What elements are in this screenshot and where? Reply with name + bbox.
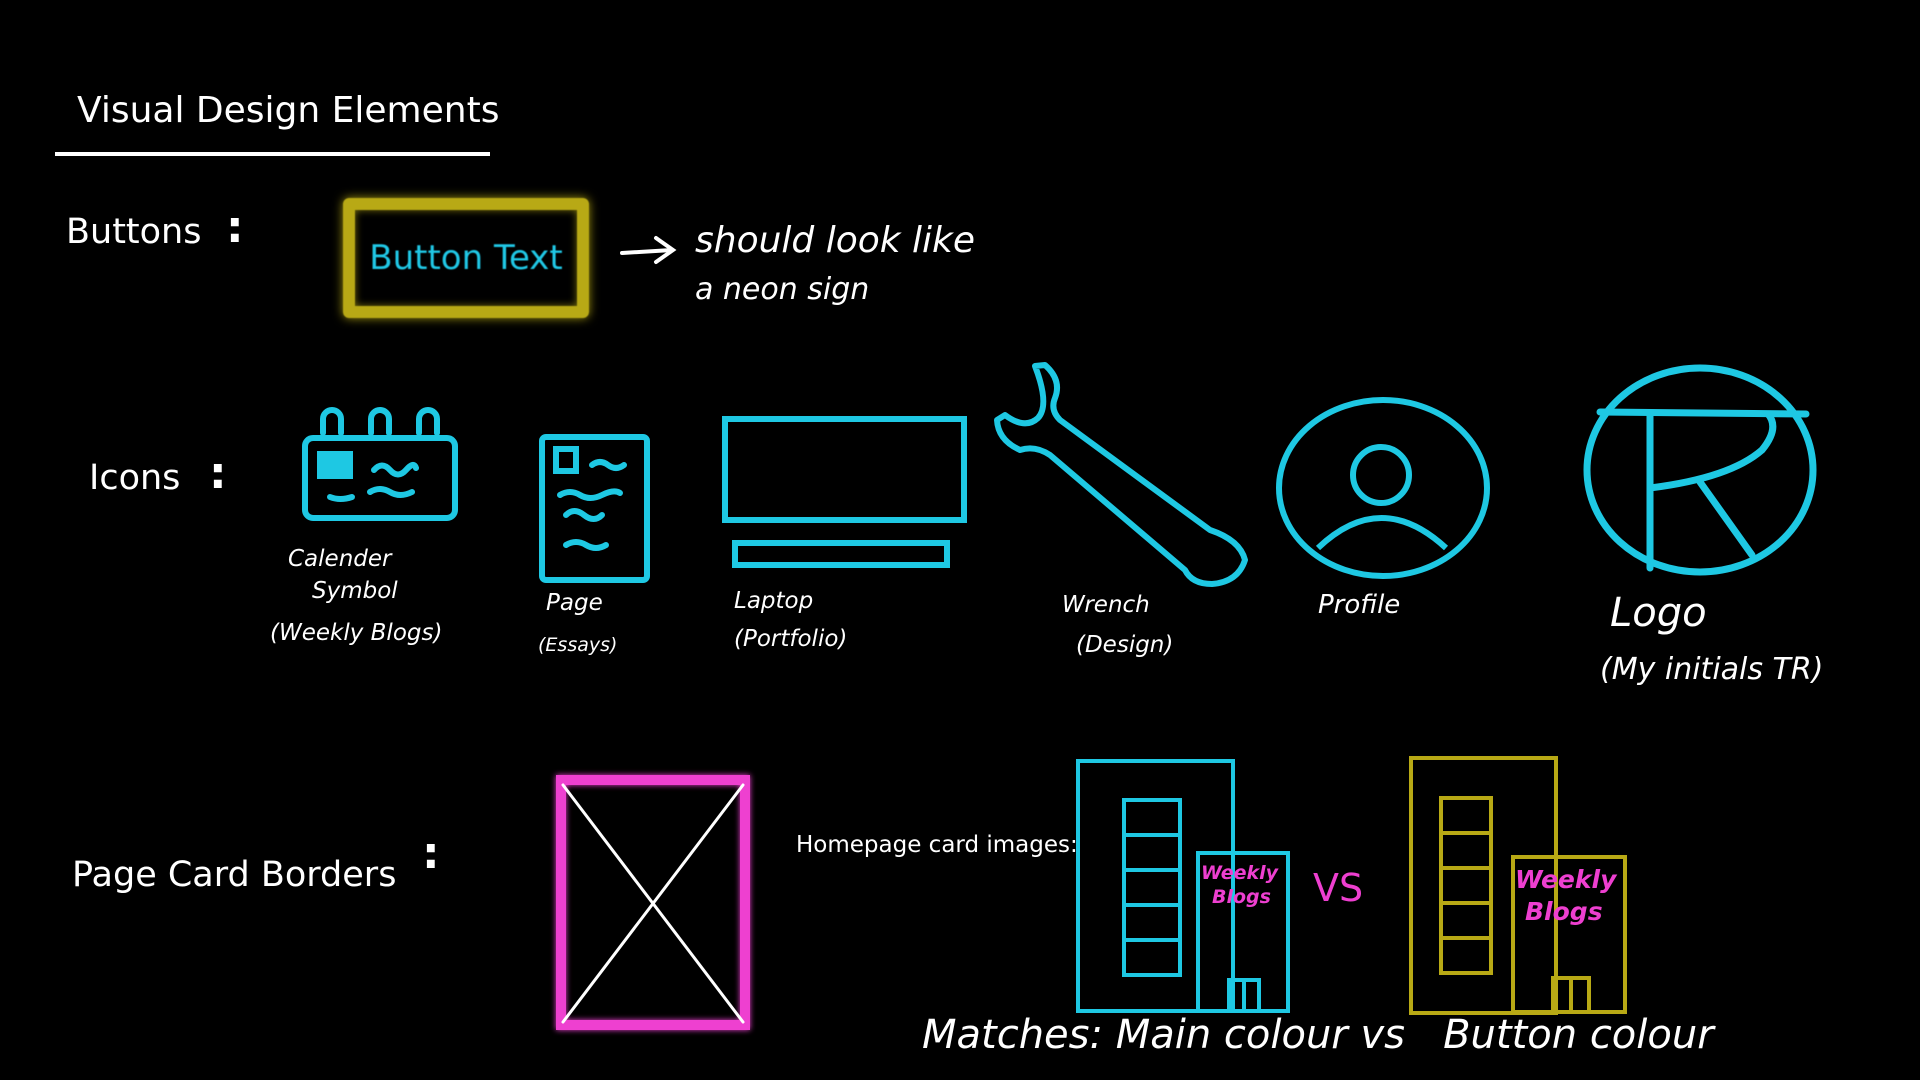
button-sample-text: Button Text — [369, 238, 563, 278]
page-icon — [539, 434, 650, 583]
page-card-borders-colon: : — [422, 828, 440, 879]
logo-caption-line2: (My initials TR) — [1600, 652, 1824, 687]
vs-label: VS — [1313, 866, 1364, 910]
logo-icon — [1583, 364, 1817, 576]
main-colour-card-icon — [1076, 759, 1290, 1013]
page-title: Visual Design Elements — [77, 90, 500, 131]
icons-colon: : — [209, 448, 227, 499]
homepage-card-images-label: Homepage card images: — [796, 832, 1078, 858]
wrench-icon — [994, 362, 1248, 587]
laptop-icon — [722, 416, 967, 568]
calendar-icon — [302, 407, 458, 521]
laptop-caption-line1: Laptop — [734, 588, 814, 614]
button-colour-card-icon — [1409, 756, 1627, 1015]
profile-icon — [1276, 397, 1490, 579]
profile-caption: Profile — [1318, 590, 1401, 620]
wrench-caption-line2: (Design) — [1076, 632, 1174, 658]
arrow-right-icon — [620, 236, 677, 264]
calendar-caption-line1: Calender — [288, 546, 392, 572]
laptop-caption-line2: (Portfolio) — [734, 626, 848, 652]
card-border-sample — [556, 775, 750, 1030]
matches-note: Matches: Main colour vs Button colour — [922, 1012, 1714, 1058]
button-note-line1: should look like — [695, 220, 976, 261]
button-card-text-line2: Blogs — [1525, 897, 1603, 926]
logo-caption-line1: Logo — [1610, 590, 1707, 636]
page-card-borders-label: Page Card Borders — [72, 855, 397, 895]
button-note-line2: a neon sign — [695, 272, 870, 307]
title-underline — [55, 152, 490, 156]
buttons-colon: : — [226, 202, 244, 253]
icons-label: Icons — [89, 458, 181, 498]
calendar-caption-line2: Symbol — [312, 578, 398, 604]
wrench-caption-line1: Wrench — [1062, 592, 1150, 618]
neon-button-sample[interactable]: Button Text — [343, 198, 589, 318]
page-caption-line2: (Essays) — [538, 634, 618, 656]
calendar-caption-line3: (Weekly Blogs) — [270, 620, 443, 646]
buttons-label: Buttons — [66, 212, 202, 252]
page-caption-line1: Page — [546, 590, 603, 616]
main-card-text-line1: Weekly — [1201, 862, 1279, 884]
button-card-text-line1: Weekly — [1515, 865, 1617, 894]
main-card-text-line2: Blogs — [1212, 886, 1271, 908]
